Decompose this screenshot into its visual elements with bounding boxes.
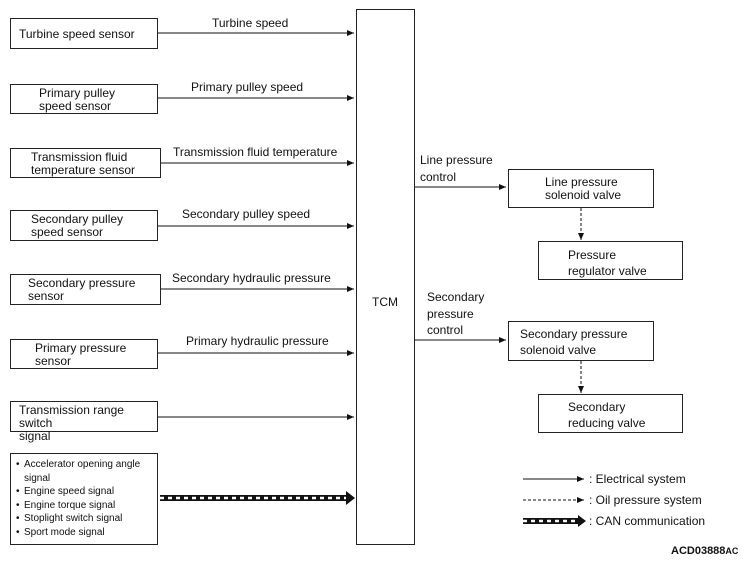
figure-code-number: ACD03888 xyxy=(671,545,726,557)
can-signals-list: Accelerator opening angle signal Engine … xyxy=(16,458,153,539)
can-signal-item: Sport mode signal xyxy=(16,526,153,540)
line-pressure-control-label: Line pressure control xyxy=(420,153,493,184)
legend-can-label: : CAN communication xyxy=(589,514,706,528)
figure-code: ACD03888AC xyxy=(671,545,738,557)
secondary-pressure-control-label: Secondary pressure control xyxy=(427,290,485,337)
secondary-pressure-sensor-box: Secondary pressure sensor xyxy=(10,274,161,305)
secondary-pressure-solenoid-valve-box: Secondary pressure solenoid valve xyxy=(508,321,654,361)
tcm-block xyxy=(356,9,415,545)
secondary-reducing-valve-box: Secondary reducing valve xyxy=(538,394,683,433)
can-signal-item: Accelerator opening angle signal xyxy=(16,458,144,485)
signal-label-primary-hydraulic-pressure: Primary hydraulic pressure xyxy=(186,334,329,348)
turbine-speed-sensor-box: Turbine speed sensor xyxy=(10,18,158,49)
signal-label-turbine-speed: Turbine speed xyxy=(212,16,289,30)
transmission-range-switch-signal-box: Transmission range switch signal xyxy=(10,401,158,443)
tcm-label: TCM xyxy=(372,295,398,309)
transmission-fluid-temperature-sensor-box: Transmission fluid temperature sensor xyxy=(10,148,161,178)
can-signal-item: Engine speed signal xyxy=(16,485,153,499)
can-bus-arrow xyxy=(160,491,355,505)
signal-label-secondary-pulley-speed: Secondary pulley speed xyxy=(182,207,311,221)
figure-code-suffix: AC xyxy=(725,546,739,556)
pressure-regulator-valve-box: Pressure regulator valve xyxy=(538,241,683,280)
secondary-pulley-speed-sensor-box: Secondary pulley speed sensor xyxy=(10,210,158,241)
legend-electrical-label: : Electrical system xyxy=(589,472,686,486)
legend-can-sample xyxy=(523,515,586,527)
can-signals-box: Accelerator opening angle signal Engine … xyxy=(10,453,158,545)
signal-label-fluid-temperature: Transmission fluid temperature xyxy=(173,145,338,159)
signal-label-secondary-hydraulic-pressure: Secondary hydraulic pressure xyxy=(172,271,331,285)
can-signal-item: Stoplight switch signal xyxy=(16,512,153,526)
signal-label-primary-pulley-speed: Primary pulley speed xyxy=(191,80,304,94)
legend-oil-label: : Oil pressure system xyxy=(589,493,702,507)
primary-pulley-speed-sensor-box: Primary pulley speed sensor xyxy=(10,84,158,114)
line-pressure-solenoid-valve-box: Line pressure solenoid valve xyxy=(508,169,654,208)
can-signal-item: Engine torque signal xyxy=(16,499,153,513)
primary-pressure-sensor-box: Primary pressure sensor xyxy=(10,339,158,369)
